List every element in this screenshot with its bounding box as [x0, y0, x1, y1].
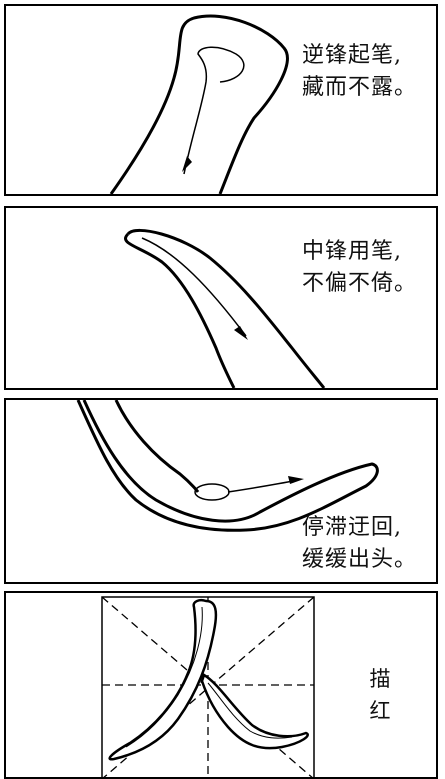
stroke-diagram-reverse-start [109, 14, 289, 194]
caption-line-1: 描 [369, 667, 391, 691]
caption-tracing: 描 红 [368, 663, 392, 727]
caption-line-2: 红 [369, 699, 391, 723]
stroke-diagram-pause-finish [76, 400, 379, 532]
panel-reverse-start: 逆锋起笔, 藏而不露。 [4, 4, 438, 196]
tracing-grid-character [101, 596, 315, 777]
stroke-diagram-center-tip [124, 229, 326, 388]
caption-line-1: 中锋用笔, [302, 239, 402, 264]
panel-pause-finish: 停滞迂回, 缓缓出头。 [4, 398, 438, 584]
caption-pause-finish: 停滞迂回, 缓缓出头。 [302, 512, 417, 576]
caption-line-2: 不偏不倚。 [302, 271, 418, 296]
caption-reverse-start: 逆锋起笔, 藏而不露。 [302, 40, 417, 104]
caption-line-2: 藏而不露。 [302, 75, 418, 100]
panel-center-tip: 中锋用笔, 不偏不倚。 [4, 206, 438, 390]
caption-line-2: 缓缓出头。 [302, 547, 418, 572]
caption-line-1: 停滞迂回, [302, 515, 402, 540]
caption-center-tip: 中锋用笔, 不偏不倚。 [302, 236, 417, 300]
caption-line-1: 逆锋起笔, [302, 43, 402, 68]
panel-tracing: 描 红 [4, 591, 438, 779]
